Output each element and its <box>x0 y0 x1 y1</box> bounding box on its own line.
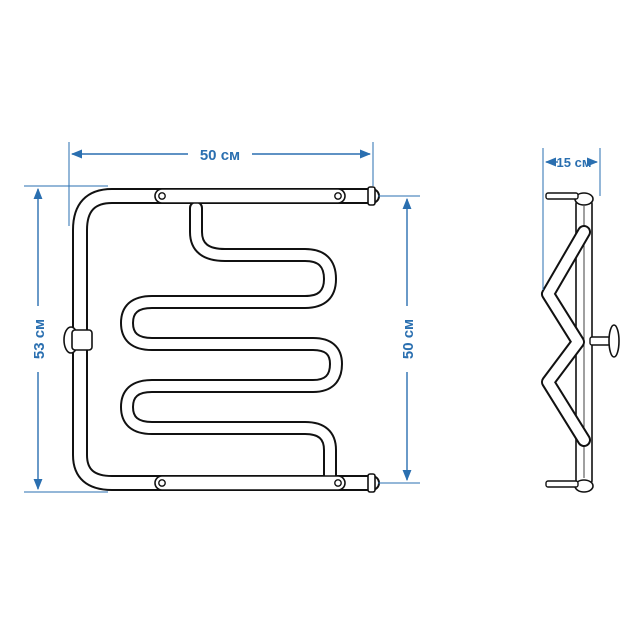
side-zigzag <box>541 225 591 447</box>
side-depth-dimension: 15 см <box>542 148 601 290</box>
width-label: 50 см <box>200 147 240 164</box>
side-view <box>541 192 620 493</box>
top-bracket <box>154 188 346 204</box>
serpentine-pipe <box>120 201 343 485</box>
depth-label: 15 см <box>557 155 592 170</box>
front-height-total-dimension: 53 см <box>24 185 108 493</box>
front-view <box>63 186 380 493</box>
bottom-pipe-end <box>367 473 376 493</box>
side-valve <box>589 324 620 358</box>
wall-mount-knob <box>63 326 93 354</box>
front-width-dimension: 50 см <box>68 142 374 226</box>
bottom-bracket <box>154 475 346 491</box>
top-pipe-end <box>367 186 376 206</box>
height-pipe-label: 50 см <box>400 319 417 359</box>
side-mount-stubs <box>545 192 579 488</box>
front-height-pipe-dimension: 50 см <box>378 195 420 484</box>
height-total-label: 53 см <box>31 319 48 359</box>
